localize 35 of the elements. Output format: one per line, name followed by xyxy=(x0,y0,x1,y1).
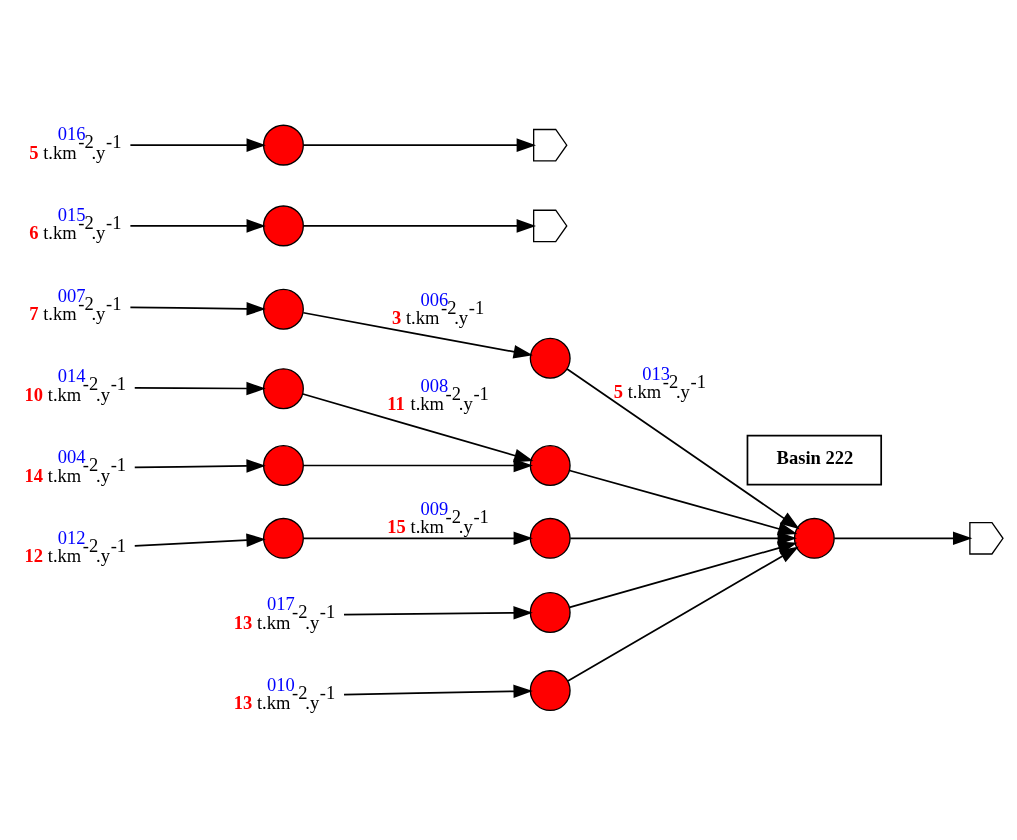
arrow xyxy=(302,218,536,233)
arrow xyxy=(129,301,266,316)
node-circle xyxy=(529,444,571,486)
node-circle xyxy=(262,124,304,166)
arrow xyxy=(302,531,533,545)
arrow xyxy=(566,367,800,529)
arrow xyxy=(343,605,533,620)
node-circle xyxy=(262,204,304,246)
arrow xyxy=(133,458,266,473)
node-wave xyxy=(533,128,568,161)
node-wave xyxy=(969,521,1004,555)
node-circle xyxy=(262,367,304,409)
arrow xyxy=(567,546,799,682)
node-circle xyxy=(529,669,571,711)
node-circle xyxy=(529,337,571,379)
arrow xyxy=(302,458,533,472)
arrow xyxy=(302,311,533,358)
arrow xyxy=(129,137,266,152)
node-circle xyxy=(262,517,304,559)
node-circle xyxy=(793,517,835,559)
node-circle xyxy=(529,591,571,633)
arrow xyxy=(833,531,973,545)
node-wave xyxy=(533,209,568,242)
node-circle xyxy=(529,517,571,559)
arrow xyxy=(568,469,798,535)
arrow xyxy=(133,532,266,547)
arrow xyxy=(133,381,266,395)
node-circle xyxy=(262,444,304,486)
arrow xyxy=(302,137,536,152)
node-circle xyxy=(262,288,304,330)
node-box: Basin 222 xyxy=(746,434,883,486)
arrow xyxy=(343,684,533,698)
arrow xyxy=(302,392,534,462)
arrow xyxy=(129,218,266,233)
arrow xyxy=(569,531,797,545)
